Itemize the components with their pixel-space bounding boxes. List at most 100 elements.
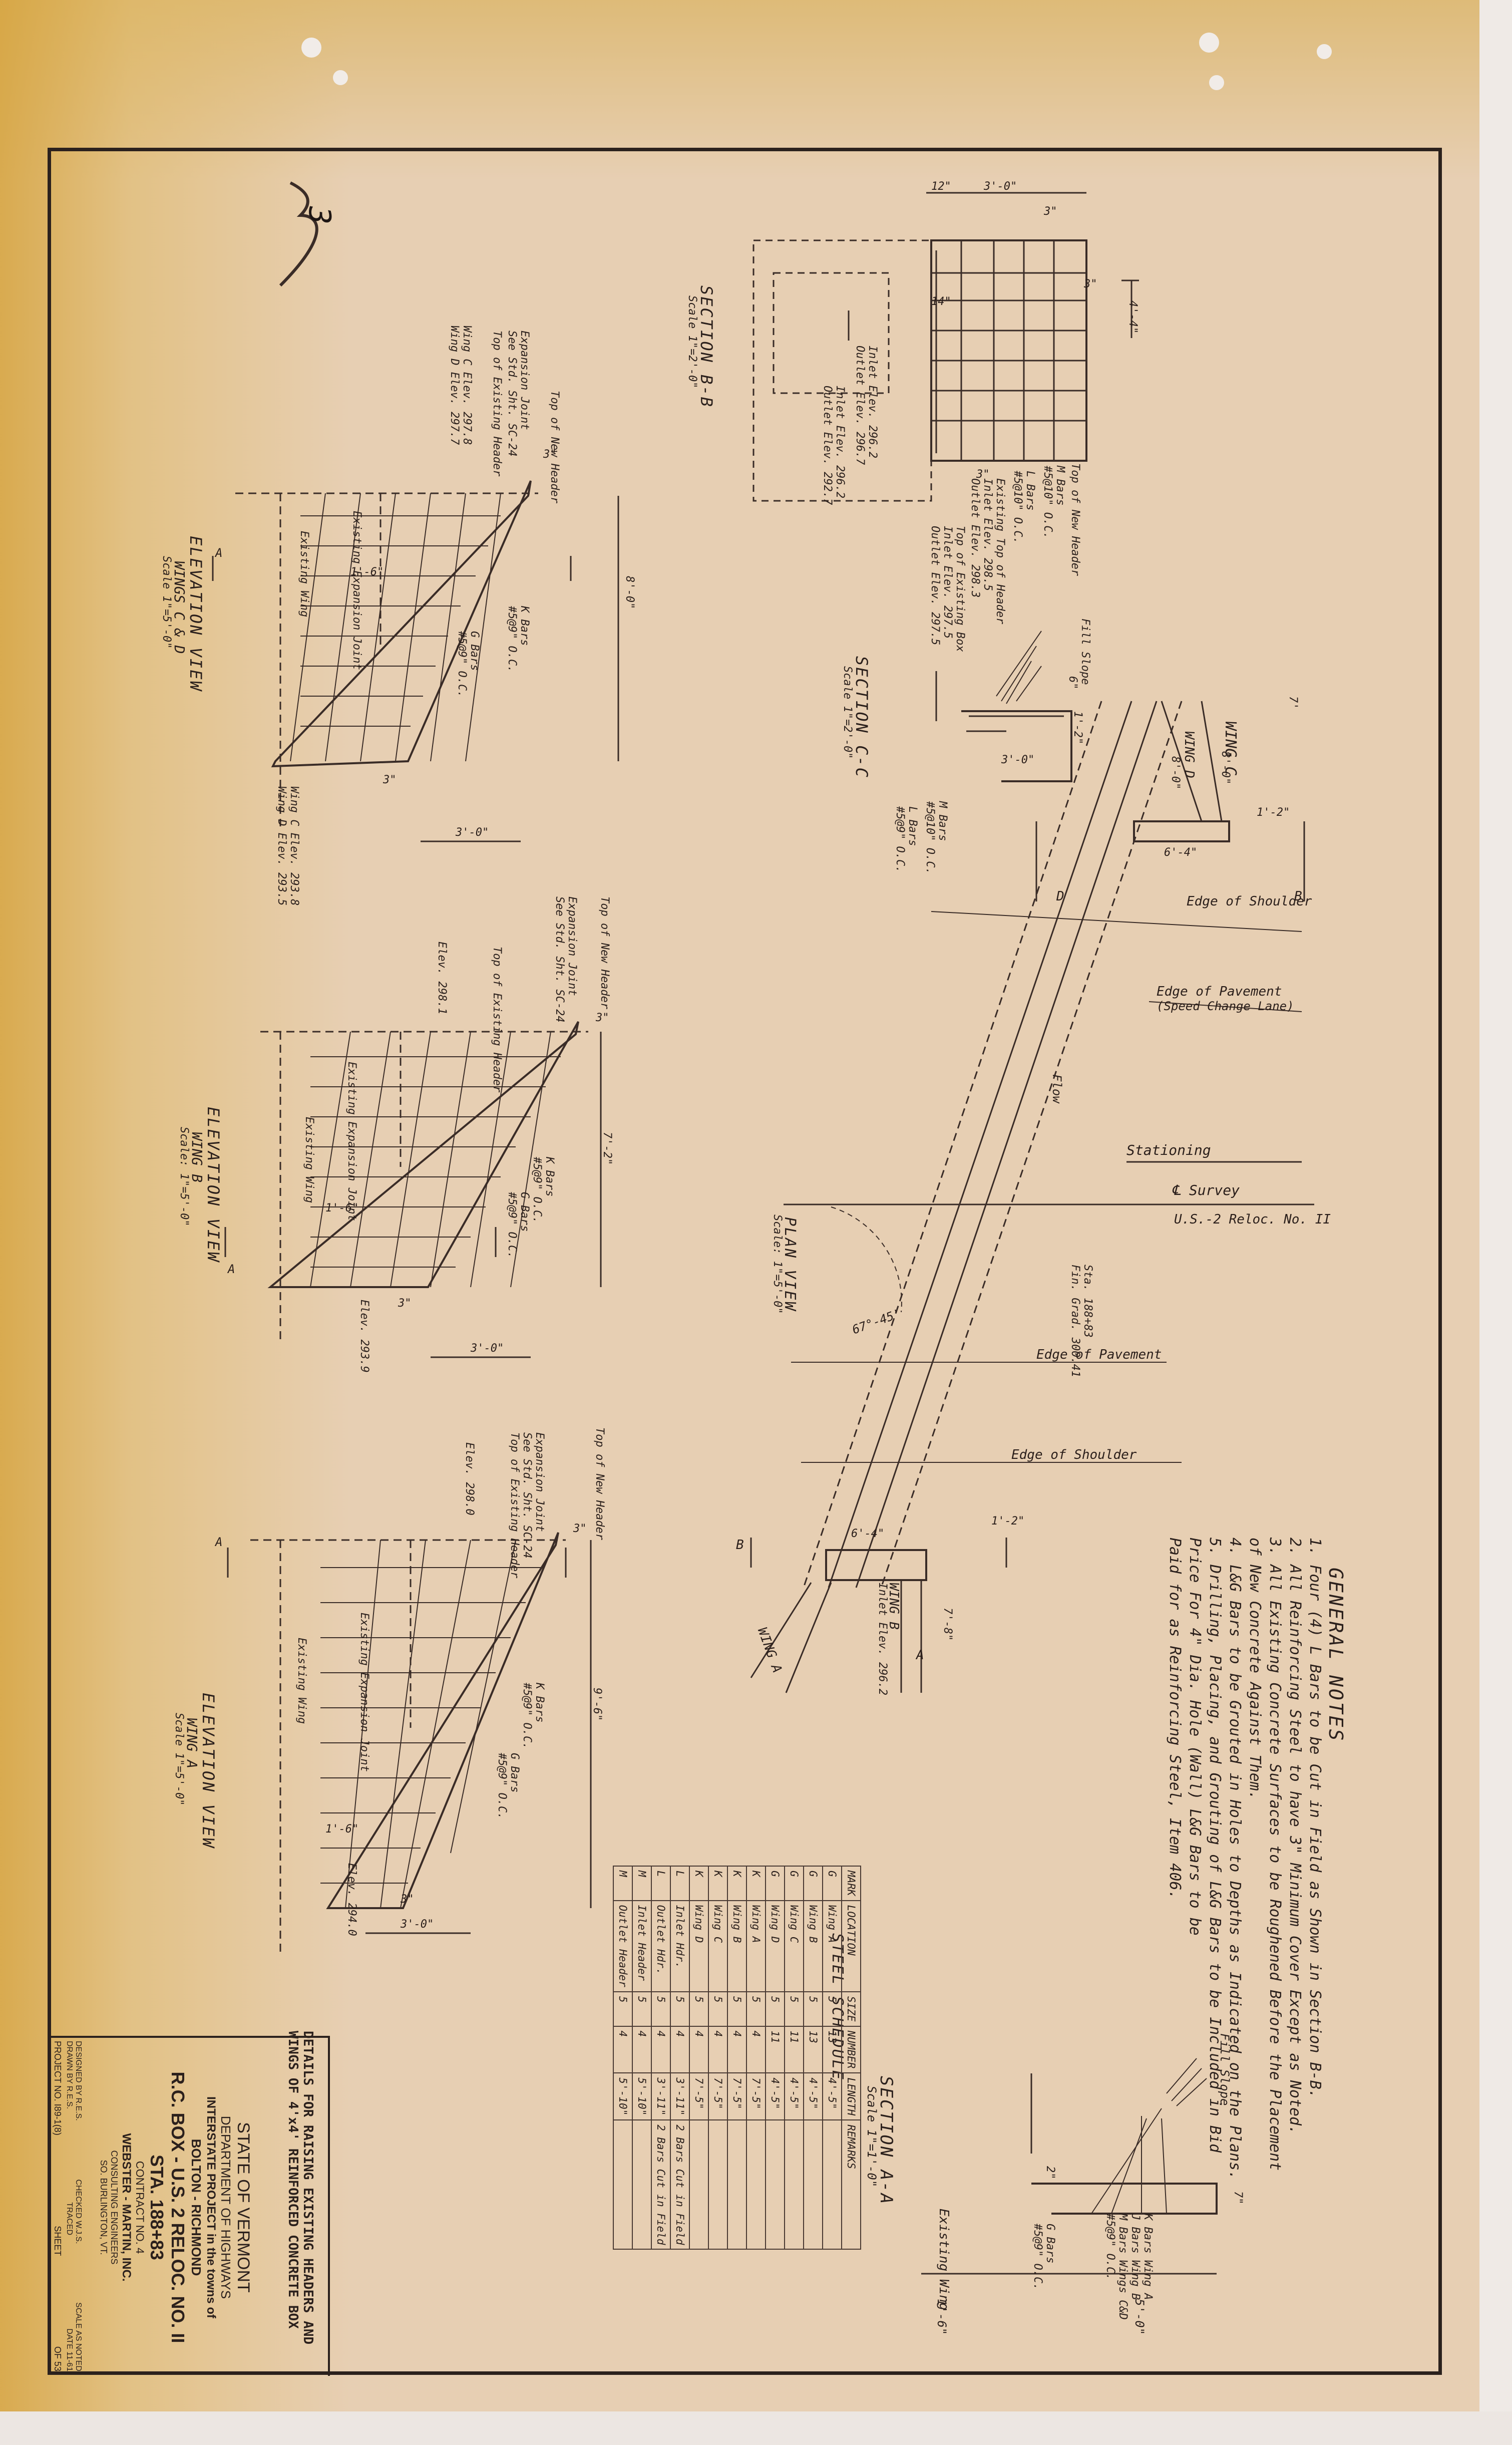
title-block bbox=[48, 2036, 330, 2376]
elev-a-existing-expansion: Existing Expansion Joint bbox=[358, 1613, 370, 1772]
cut-mark-a: A bbox=[916, 1648, 924, 1663]
elev-cd-dim: 1'-6" bbox=[350, 566, 384, 578]
bb-outlet-297: Outlet Elev. 297.5 bbox=[929, 526, 941, 646]
table-cell: 7'-5" bbox=[689, 2073, 708, 2120]
tb-date: DATE 11-61 bbox=[65, 2328, 74, 2371]
table-cell bbox=[804, 2120, 823, 2250]
note-line: Price For 4" Dia. Hole (Wall) L&G Bars t… bbox=[1186, 1538, 1204, 1936]
elev-a-dim: 1'-6" bbox=[325, 1823, 359, 1836]
speed-change-label: (Speed Change Lane) bbox=[1157, 999, 1294, 1013]
elev-cd-g-bars: G Bars bbox=[468, 631, 481, 671]
cc-dim: 1'-2" bbox=[1071, 711, 1084, 745]
elev-cd-existing-expansion: Existing Expansion Joint bbox=[350, 511, 363, 670]
tb-scale: SCALE AS NOTED bbox=[74, 2302, 83, 2371]
note-line: 2. All Reinforcing Steel to have 3" Mini… bbox=[1286, 1538, 1304, 2135]
bb-inlet-elev: Inlet Elev. 296.2 bbox=[866, 346, 879, 459]
section-bb-title: SECTION B-B bbox=[697, 285, 716, 408]
table-cell: 5 bbox=[727, 1991, 746, 2026]
table-cell: Wing D bbox=[689, 1900, 708, 1992]
section-bb-dim: 3" bbox=[1084, 278, 1097, 290]
stationing-label: Stationing bbox=[1126, 1142, 1211, 1158]
bb-outlet-elev: Outlet Elev. 296.7 bbox=[854, 346, 866, 465]
cc-fill-slope: Fill Slope bbox=[1079, 619, 1091, 685]
section-cc-scale: Scale 1"=2'-0" bbox=[841, 666, 854, 759]
col-header: NUMBER bbox=[842, 2026, 861, 2073]
table-cell: 4'-5" bbox=[823, 2073, 842, 2120]
table-cell: Wing B bbox=[727, 1900, 746, 1992]
tb-sta: STA. 188+83 bbox=[147, 2155, 167, 2260]
elev-a-expansion-joint: Expansion Joint bbox=[533, 1432, 546, 1532]
elev-a-g-bars: G Bars bbox=[508, 1753, 521, 1793]
bb-inlet-297: Inlet Elev. 297.5 bbox=[941, 526, 954, 639]
note-line: of New Concrete Against Them. bbox=[1246, 1538, 1264, 1800]
col-header: LOCATION bbox=[842, 1900, 861, 1992]
elev-a-see-std: See Std. Sht. SC-24 bbox=[521, 1432, 533, 1559]
flow-label: Flow bbox=[1050, 1074, 1064, 1103]
section-aa-g-spacing: #5@9" O.C. bbox=[1031, 2224, 1044, 2290]
tb-firm: WEBSTER - MARTIN, INC. bbox=[120, 2133, 133, 2282]
table-cell bbox=[708, 2120, 727, 2250]
elev-b-existing-wing: Existing Wing bbox=[303, 1117, 315, 1203]
survey-label: ℄ Survey bbox=[1172, 1182, 1240, 1198]
elev-cd-scale: Scale 1"=5'-0" bbox=[160, 556, 173, 649]
elev-cd-wing-c: Wing C Elev. 297.8 bbox=[461, 326, 473, 445]
table-cell: 5 bbox=[766, 1991, 785, 2026]
table-cell: 5 bbox=[613, 1991, 632, 2026]
section-bb-dim: 12" bbox=[931, 180, 951, 193]
table-cell: 5 bbox=[632, 1991, 651, 2026]
tb-project: INTERSTATE PROJECT in the towns of bbox=[204, 2096, 218, 2319]
section-aa-existing-wing: Existing Wing bbox=[936, 2209, 951, 2311]
table-cell: Wing B bbox=[804, 1900, 823, 1992]
elev-a-g-spacing: #5@9" O.C. bbox=[496, 1753, 508, 1819]
elev-cd-wing-d-low: Wing D Elev. 293.5 bbox=[275, 786, 288, 906]
title-block-signoffs: DESIGNED BY R.E.S. CHECKED W.J.S. SCALE … bbox=[65, 2041, 83, 2371]
table-cell: K bbox=[689, 1866, 708, 1901]
table-cell: 4 bbox=[689, 2026, 708, 2073]
col-header: MARK bbox=[842, 1866, 861, 1901]
table-cell: M bbox=[632, 1866, 651, 1901]
section-cc-title: SECTION C-C bbox=[852, 656, 871, 779]
table-cell: Outlet Header bbox=[613, 1900, 632, 1992]
tb-towns: BOLTON - RICHMOND bbox=[189, 2138, 204, 2276]
table-cell: L bbox=[670, 1866, 689, 1901]
sheet-mark: 3 bbox=[302, 206, 337, 225]
table-cell: 5'-10" bbox=[613, 2073, 632, 2120]
bb-inlet-298: Inlet Elev. 298.5 bbox=[981, 478, 994, 591]
table-cell: 5 bbox=[651, 1991, 670, 2026]
elev-a-title: ELEVATION VIEW bbox=[199, 1693, 218, 1849]
table-cell: 5 bbox=[785, 1991, 804, 2026]
punch-hole bbox=[1317, 44, 1332, 59]
elev-b-dim: 3" bbox=[596, 1012, 609, 1024]
tb-project-row: PROJECT NO. I89-1(8) SHEET OF 53 bbox=[52, 2041, 63, 2371]
table-cell: G bbox=[785, 1866, 804, 1901]
table-cell: 4 bbox=[746, 2026, 766, 2073]
table-cell: M bbox=[613, 1866, 632, 1901]
table-cell: 7'-5" bbox=[708, 2073, 727, 2120]
tb-city: SO. BURLINGTON, VT. bbox=[99, 2160, 109, 2255]
elev-a-top-new-header: Top of New Header bbox=[593, 1427, 606, 1541]
table-cell: Wing C bbox=[708, 1900, 727, 1992]
general-notes-title: GENERAL NOTES bbox=[1325, 1568, 1347, 1743]
edge-of-pavement-2-label: Edge of Pavement bbox=[1036, 1347, 1162, 1362]
table-cell bbox=[632, 2120, 651, 2250]
bb-outlet-298: Outlet Elev. 298.3 bbox=[969, 478, 981, 598]
elev-b-elev-low: Elev. 293.9 bbox=[358, 1300, 370, 1373]
table-cell: Wing C bbox=[785, 1900, 804, 1992]
section-aa-g-bars: G Bars bbox=[1044, 2224, 1056, 2264]
elev-b-elev: Elev. 298.1 bbox=[436, 942, 448, 1015]
table-cell: 4 bbox=[632, 2026, 651, 2073]
section-cc-drawing bbox=[935, 631, 1072, 782]
punch-hole bbox=[1199, 33, 1219, 53]
edge-of-shoulder-label: Edge of Shoulder bbox=[1187, 894, 1312, 909]
table-cell: 4 bbox=[727, 2026, 746, 2073]
punch-hole bbox=[301, 38, 321, 58]
bb-top-exist-box: Top of Existing Box bbox=[954, 526, 966, 652]
tb-state: STATE OF VERMONT bbox=[234, 2122, 253, 2293]
table-cell bbox=[689, 2120, 708, 2250]
